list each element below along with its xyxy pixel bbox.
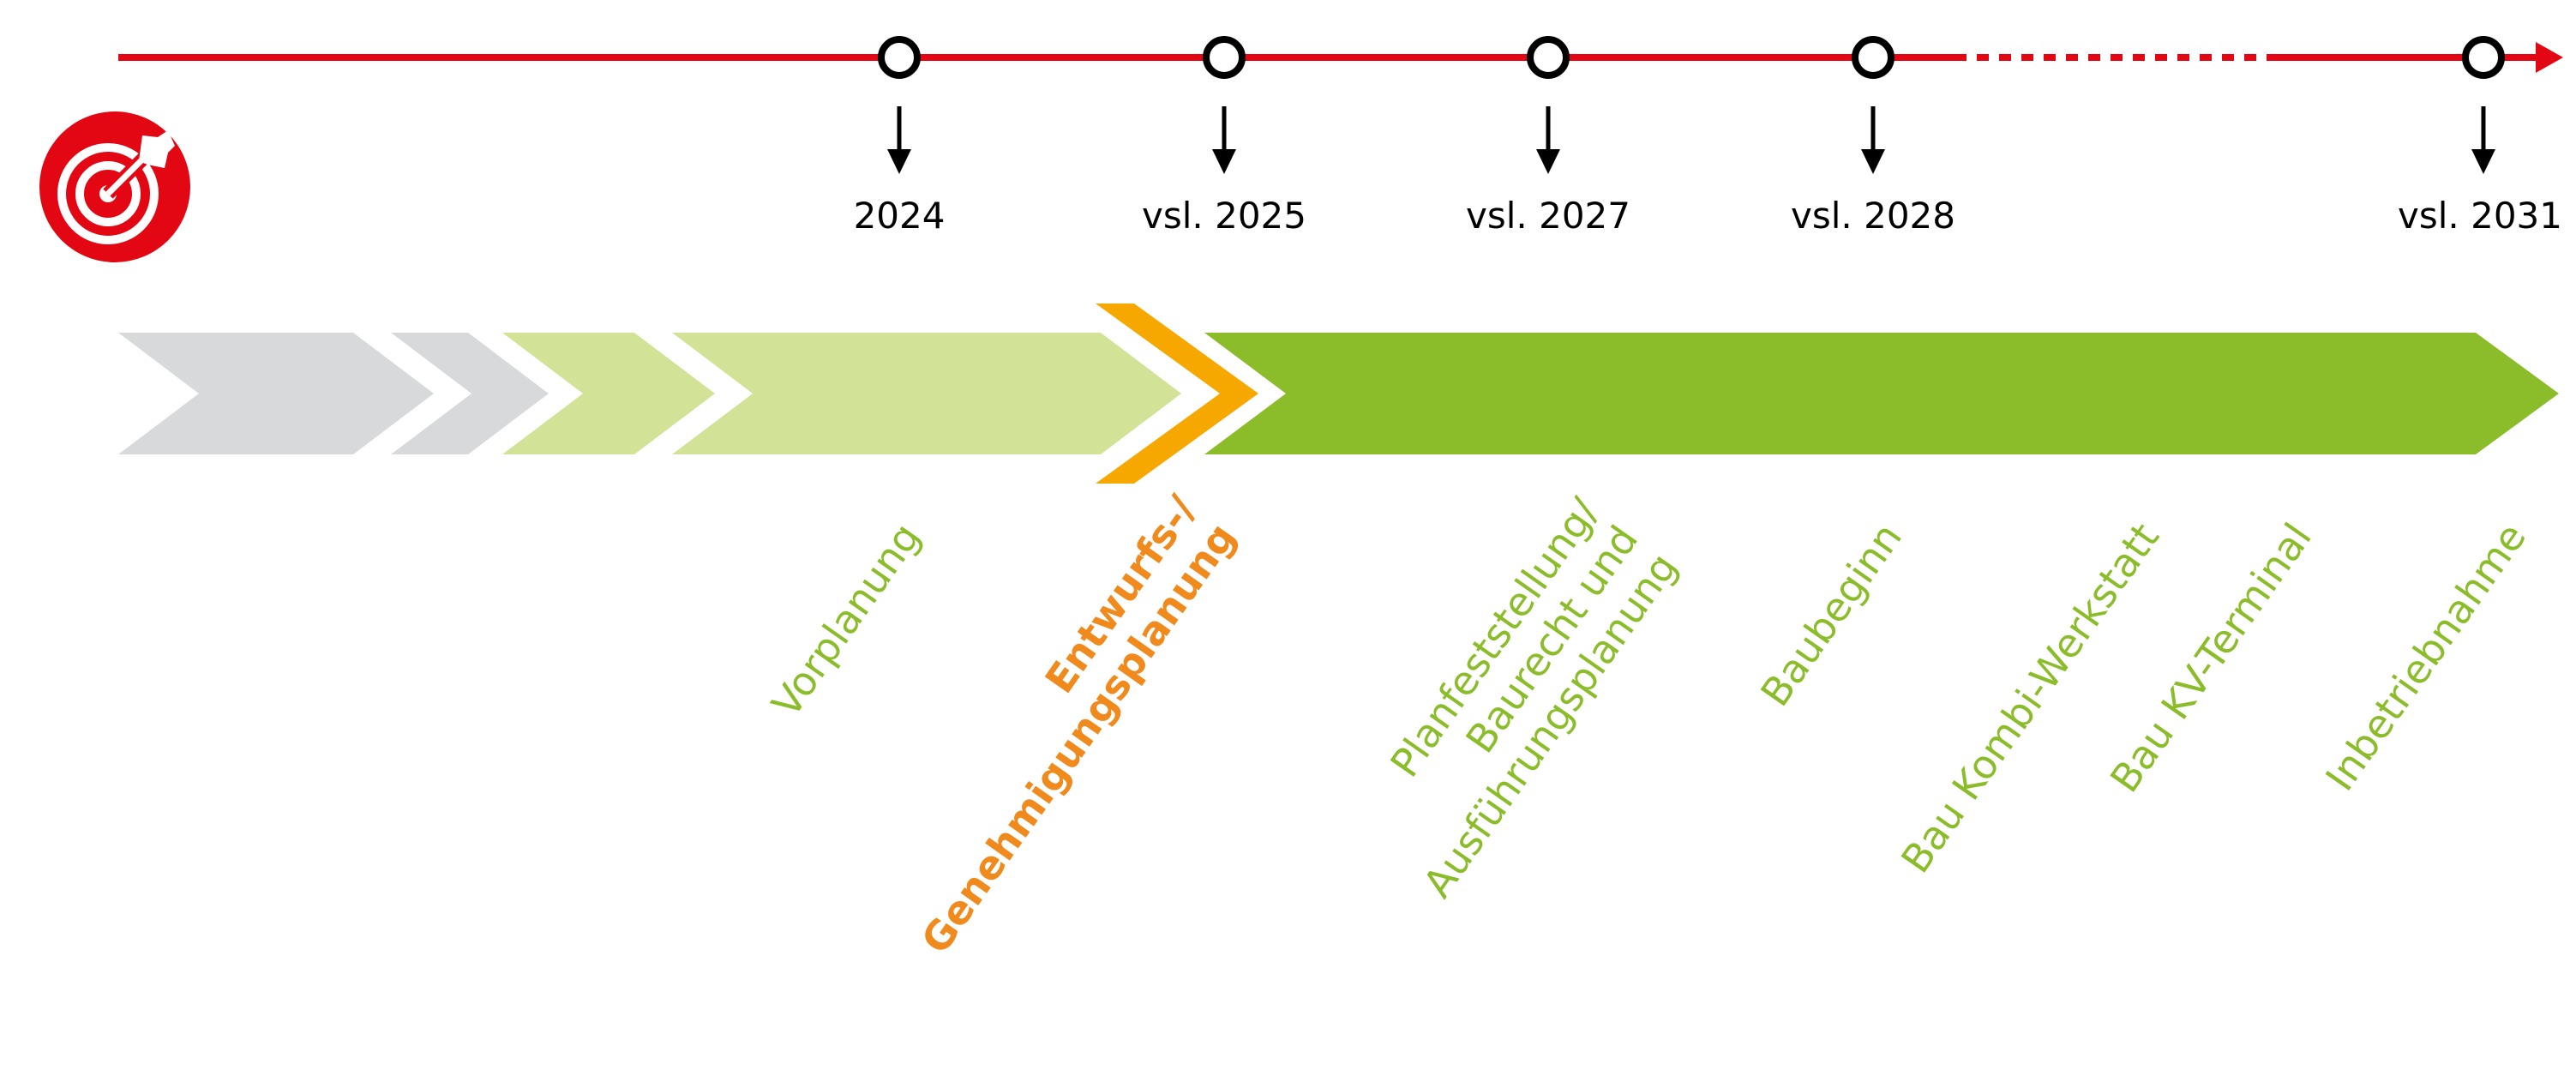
milestone: vsl. 2027 [1466, 36, 1630, 237]
milestone-marker [1203, 36, 1246, 79]
chevron-green-main [1204, 333, 2559, 454]
phase-label-kombi-werkstatt: Bau Kombi-Werkstatt [1892, 514, 2168, 881]
chevron-gray-1 [118, 333, 434, 454]
milestone-marker [1527, 36, 1570, 79]
milestone-marker [1852, 36, 1894, 79]
down-arrow-icon [1861, 149, 1885, 174]
chevron-orange [1096, 304, 1258, 484]
milestone-year: vsl. 2027 [1466, 195, 1630, 237]
phase-label-line: Genehmigungsplanung [912, 514, 1245, 962]
chevron-lightgreen-1 [502, 333, 715, 454]
milestone: vsl. 2031 [2398, 36, 2562, 237]
phase-label-line: Inbetriebnahme [2316, 514, 2535, 799]
milestone: 2024 [854, 36, 946, 237]
down-arrow-icon [1536, 149, 1560, 174]
milestone-year: vsl. 2031 [2398, 195, 2562, 237]
milestone-year: vsl. 2025 [1142, 195, 1306, 237]
down-arrow-icon [1212, 149, 1236, 174]
phase-label-inbetriebnahme: Inbetriebnahme [2316, 514, 2535, 799]
phase-label-planfeststellung: Planfeststellung/ Baurecht und Ausführun… [1381, 490, 1686, 906]
down-arrow-icon [2471, 149, 2495, 174]
phase-label-line: Bau Kombi-Werkstatt [1892, 514, 2168, 881]
phase-label-baubeginn: Baubeginn [1751, 514, 1911, 714]
chevron-lightgreen-2 [672, 333, 1181, 454]
target-ring-outer [57, 143, 159, 244]
milestone: vsl. 2028 [1791, 36, 1955, 237]
down-arrow-icon [887, 149, 911, 174]
chevron-gray-2 [391, 333, 549, 454]
phase-label-entwurfsplanung: Entwurfs-/ Genehmigungsplanung [912, 487, 1245, 962]
target-arrow-fletching [139, 130, 175, 168]
phase-chevrons [118, 304, 2559, 484]
milestone-year: vsl. 2028 [1791, 195, 1955, 237]
phase-label-line: Baubeginn [1751, 514, 1911, 714]
target-arrow-icon [39, 111, 190, 262]
milestone-marker [2462, 36, 2505, 79]
timeline-axis [118, 42, 2563, 73]
milestone: vsl. 2025 [1142, 36, 1306, 237]
phase-labels: Vorplanung Entwurfs-/ Genehmigungsplanun… [763, 487, 2535, 962]
milestone-marker [878, 36, 921, 79]
milestones: 2024 vsl. 2025 vsl. 2027 vsl. 2028 vsl. … [854, 36, 2562, 237]
milestone-year: 2024 [854, 195, 946, 237]
timeline-arrowhead [2536, 42, 2563, 73]
target-ring-middle [75, 161, 141, 226]
phase-label-line: Vorplanung [763, 514, 929, 724]
phase-label-vorplanung: Vorplanung [763, 514, 929, 724]
